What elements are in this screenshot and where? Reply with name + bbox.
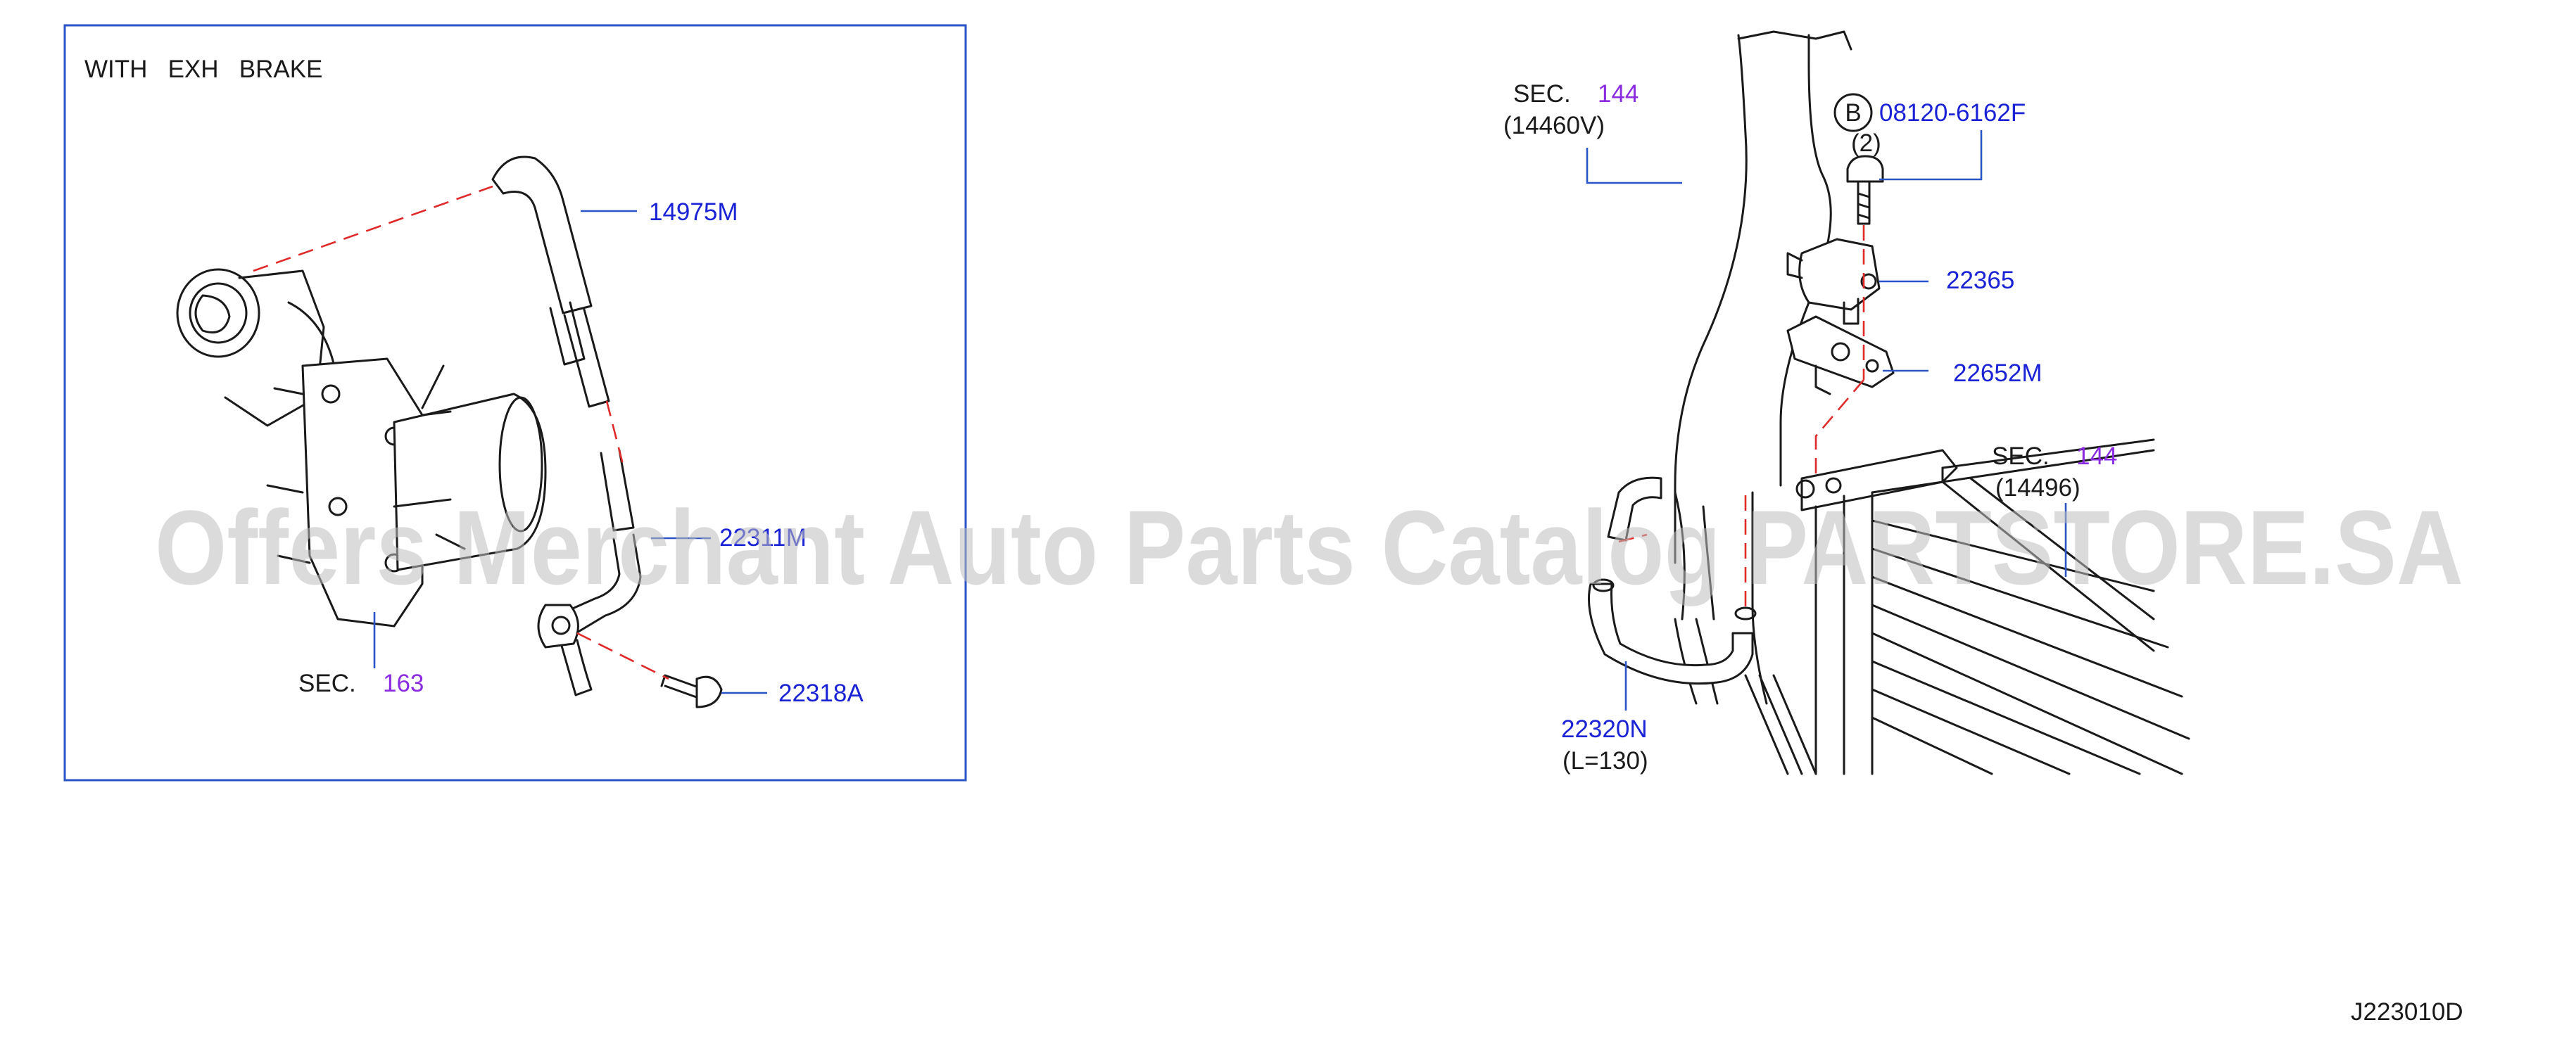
part-label-14975m[interactable]: 14975M — [649, 198, 738, 226]
exhaust-brake-assembly — [176, 268, 547, 628]
inset-title: WITH EXH BRAKE — [84, 56, 322, 83]
sec-144-right-prefix: SEC. — [1992, 443, 2050, 470]
hose-length: (L=130) — [1562, 747, 1648, 775]
sec-163-prefix: SEC. — [298, 670, 356, 697]
part-label-22320n[interactable]: 22320N — [1561, 715, 1648, 743]
sec-144-left-prefix: SEC. — [1513, 80, 1571, 108]
dash-hose-gap — [605, 400, 624, 465]
air-duct — [1674, 30, 1852, 705]
part-label-22311m[interactable]: 22311M — [719, 524, 807, 552]
sec-163-number[interactable]: 163 — [383, 670, 424, 697]
vacuum-hose-assembly — [491, 155, 642, 696]
part-label-08120-6162f[interactable]: 08120-6162F — [1879, 99, 2026, 127]
part-label-22652m[interactable]: 22652M — [1953, 359, 2042, 387]
inset-panel: WITH EXH BRAKE — [63, 24, 967, 782]
inset-border — [63, 24, 967, 782]
circle-b-letter: B — [1845, 99, 1861, 127]
intercooler — [1744, 438, 2190, 775]
circle-b-badge: B — [1833, 93, 1873, 132]
sec-144-right-number[interactable]: 144 — [2076, 443, 2117, 470]
leader-sec144-left — [1586, 148, 1682, 184]
bolt-quantity: (2) — [1851, 129, 1881, 157]
watermark: Offers Merchant Auto Parts Catalog PARTS… — [155, 488, 2463, 606]
dash-actuator-to-hose — [253, 185, 493, 272]
main-diagram: SEC. 144 (14460V) B 08120-6162F (2) 2236… — [1503, 30, 2190, 775]
dash-bracket-to-cooler — [1814, 379, 1864, 478]
diagram-code: J223010D — [2351, 998, 2463, 1026]
bolt-08120-6162f — [1846, 155, 1884, 225]
sec-144-left-number[interactable]: 144 — [1598, 80, 1639, 108]
sec-144-right-sub: (14496) — [1995, 474, 2081, 502]
hose-22320n — [1588, 476, 1757, 685]
bolt-22318a — [660, 674, 723, 708]
bracket-22652m — [1786, 315, 1895, 395]
boost-sensor-22365 — [1786, 238, 1881, 325]
part-label-22318a[interactable]: 22318A — [778, 680, 864, 707]
part-label-22365[interactable]: 22365 — [1946, 267, 2014, 294]
leader-08120 — [1879, 130, 1983, 181]
dash-hose-to-duct — [1618, 533, 1648, 543]
sec-144-left-sub: (14460V) — [1503, 112, 1605, 139]
dash-bracket-to-bolt — [576, 632, 669, 680]
